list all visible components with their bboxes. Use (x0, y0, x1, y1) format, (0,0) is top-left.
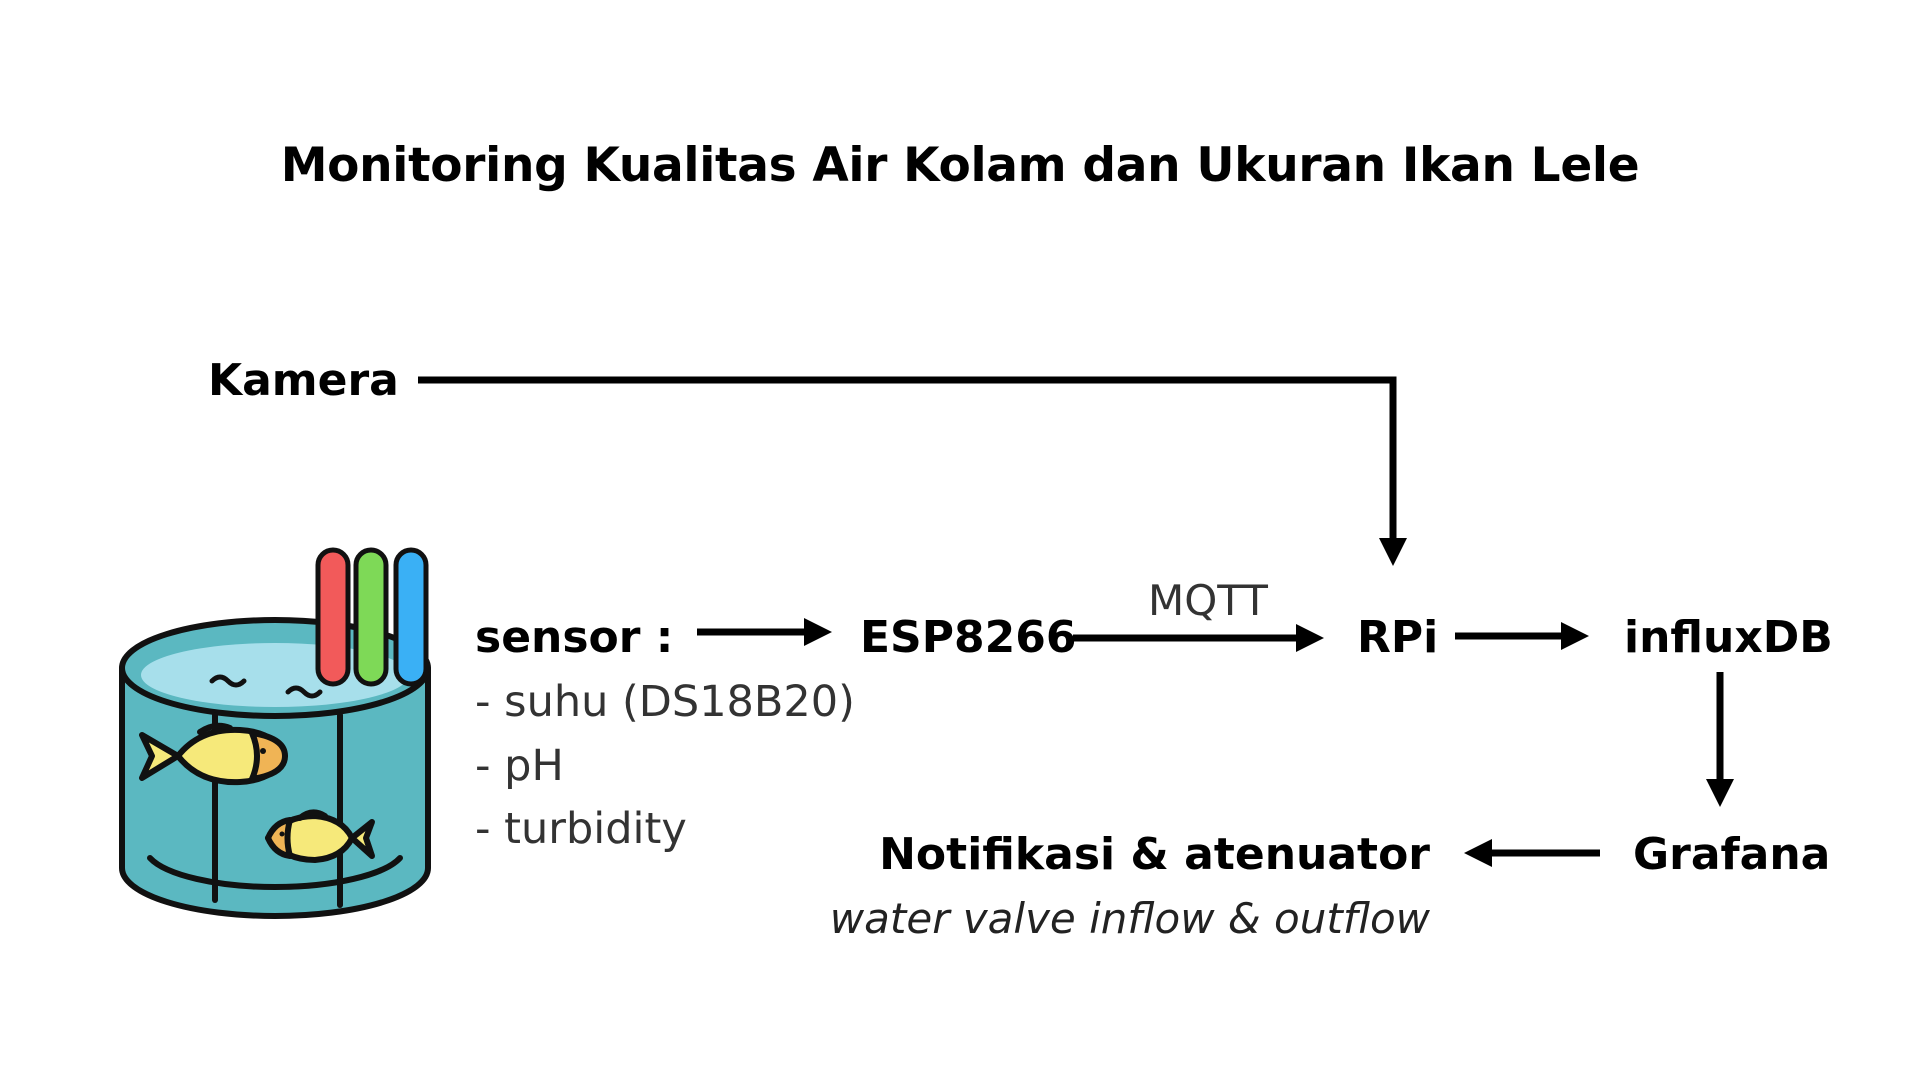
node-notifikasi-subtitle: water valve inflow & outflow (829, 894, 1430, 943)
probe-blue (393, 547, 429, 687)
node-kamera: Kamera (208, 355, 399, 406)
node-notifikasi: Notifikasi & atenuator (879, 829, 1430, 880)
node-sensor-heading: sensor : (475, 612, 674, 663)
fish-icon (139, 722, 288, 786)
probe-red (315, 547, 351, 687)
fish-icon (265, 809, 375, 863)
sensor-item-ph: - pH (475, 741, 564, 791)
node-rpi: RPi (1357, 612, 1439, 663)
sensor-probes-icon (315, 547, 429, 687)
node-esp8266: ESP8266 (860, 612, 1077, 663)
node-grafana: Grafana (1633, 829, 1831, 880)
edge-label-mqtt: MQTT (1148, 576, 1268, 625)
sensor-item-turbidity: - turbidity (475, 804, 687, 854)
sensor-item-suhu: - suhu (DS18B20) (475, 677, 855, 727)
arrow-kamera-to-rpi (418, 376, 1407, 566)
diagram-title: Monitoring Kualitas Air Kolam dan Ukuran… (280, 138, 1640, 193)
probe-green (353, 547, 389, 687)
node-influxdb: influxDB (1624, 612, 1833, 663)
